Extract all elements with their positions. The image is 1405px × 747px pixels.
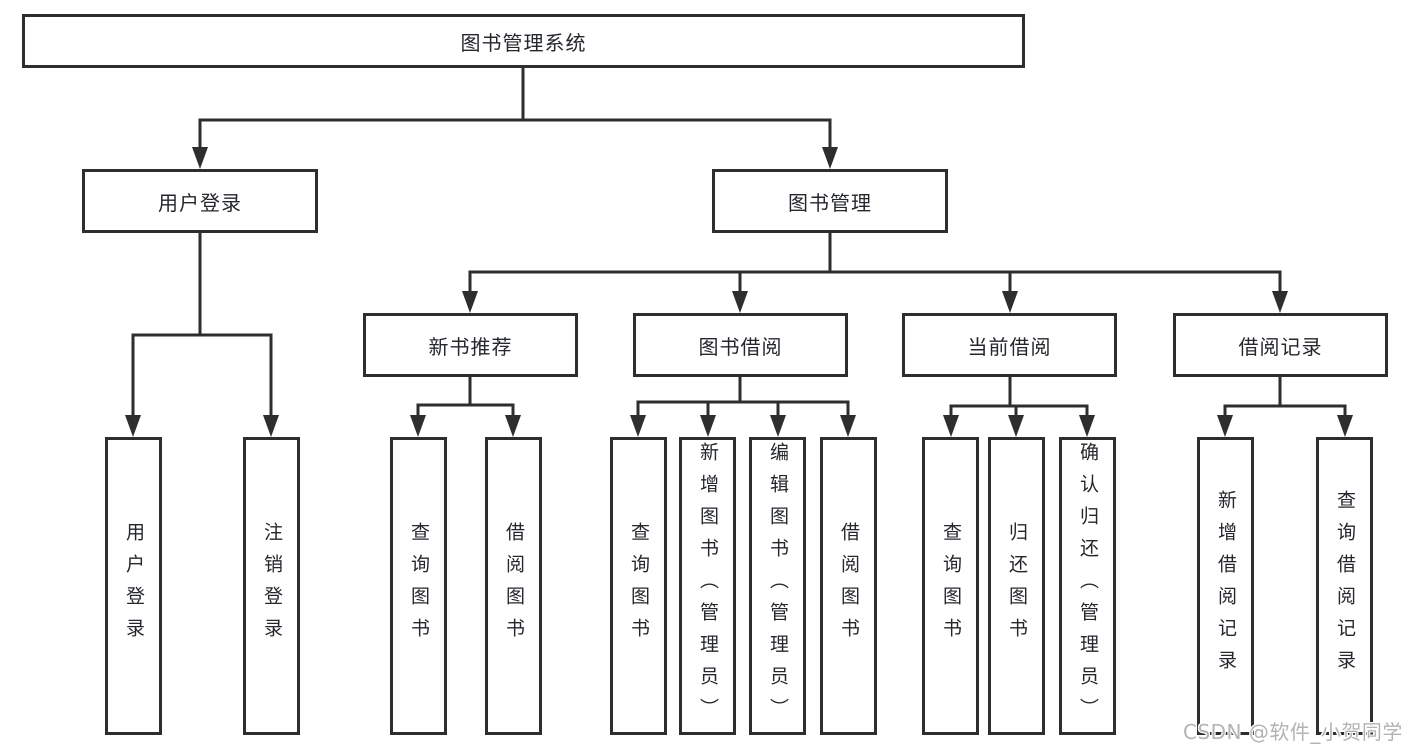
leaf-add-borrow-record-label: 新增借阅记录 (1215, 490, 1237, 682)
node-new-book-recommend-label: 新书推荐 (428, 334, 513, 359)
leaf-borrow-query-book: 查询图书 (610, 437, 667, 735)
connector-new-book-recommend (410, 377, 521, 437)
connector-root (192, 68, 838, 169)
leaf-confirm-return-admin-label: 确认归还（管理员） (1077, 442, 1099, 730)
leaf-current-query-book: 查询图书 (922, 437, 979, 735)
node-book-management-label: 图书管理 (788, 190, 872, 215)
node-user-login-label: 用户登录 (158, 190, 242, 215)
node-current-borrow: 当前借阅 (902, 313, 1117, 377)
watermark: CSDN @软件_小贺同学 (1183, 720, 1403, 744)
node-root-label: 图书管理系统 (460, 30, 587, 55)
leaf-add-borrow-record: 新增借阅记录 (1197, 437, 1254, 735)
leaf-current-query-book-label: 查询图书 (940, 522, 962, 650)
leaf-recommend-borrow-book-label: 借阅图书 (503, 522, 525, 650)
leaf-recommend-query-book-label: 查询图书 (408, 522, 430, 650)
node-book-management: 图书管理 (712, 169, 948, 233)
leaf-edit-book-admin-label: 编辑图书（管理员） (767, 442, 789, 730)
leaf-borrow-query-book-label: 查询图书 (628, 522, 650, 650)
leaf-borrow-book-label: 借阅图书 (838, 522, 860, 650)
leaf-user-login-label: 用户登录 (123, 522, 145, 650)
leaf-query-borrow-record-label: 查询借阅记录 (1334, 490, 1356, 682)
node-book-borrow: 图书借阅 (633, 313, 848, 377)
leaf-add-book-admin-label: 新增图书（管理员） (697, 442, 719, 730)
node-book-borrow-label: 图书借阅 (698, 334, 783, 359)
leaf-logout-label: 注销登录 (261, 522, 283, 650)
leaf-user-login: 用户登录 (105, 437, 162, 735)
connector-book-management (462, 233, 1288, 313)
connector-current-borrow (943, 377, 1095, 437)
connector-borrow-records (1217, 377, 1353, 437)
node-user-login: 用户登录 (82, 169, 318, 233)
leaf-recommend-borrow-book: 借阅图书 (485, 437, 542, 735)
leaf-borrow-book: 借阅图书 (820, 437, 877, 735)
leaf-recommend-query-book: 查询图书 (390, 437, 447, 735)
leaf-edit-book-admin: 编辑图书（管理员） (749, 437, 806, 735)
node-root: 图书管理系统 (22, 14, 1025, 68)
leaf-query-borrow-record: 查询借阅记录 (1316, 437, 1373, 735)
leaf-confirm-return-admin: 确认归还（管理员） (1059, 437, 1116, 735)
node-new-book-recommend: 新书推荐 (363, 313, 578, 377)
leaf-return-book: 归还图书 (988, 437, 1045, 735)
connector-book-borrow (630, 377, 856, 437)
node-current-borrow-label: 当前借阅 (967, 334, 1052, 359)
node-borrow-records-label: 借阅记录 (1238, 334, 1323, 359)
node-borrow-records: 借阅记录 (1173, 313, 1388, 377)
leaf-logout: 注销登录 (243, 437, 300, 735)
leaf-add-book-admin: 新增图书（管理员） (679, 437, 736, 735)
leaf-return-book-label: 归还图书 (1006, 522, 1028, 650)
connector-user-login (125, 233, 279, 437)
